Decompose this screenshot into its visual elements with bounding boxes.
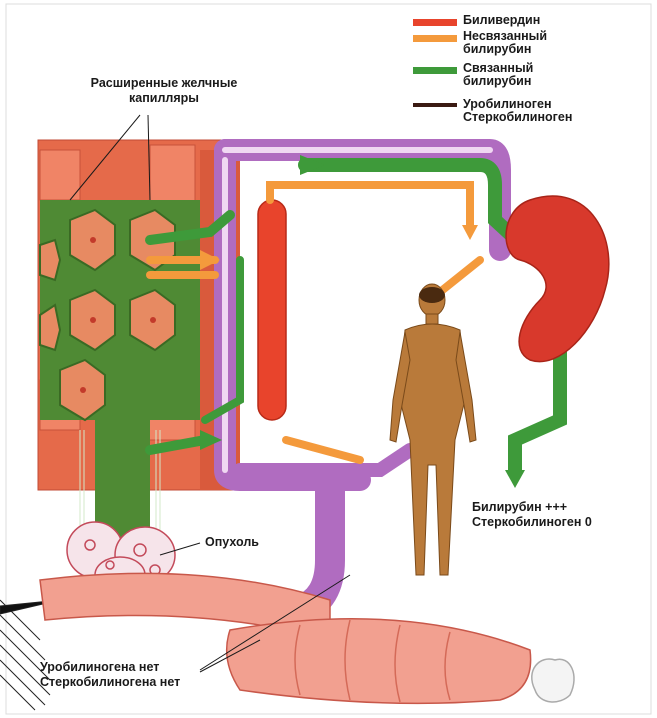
legend-swatch [413,103,457,107]
kidney [506,196,609,362]
legend-label: Биливердин [463,14,643,27]
bile-capillaries [40,200,200,550]
legend-swatch [413,35,457,42]
stool [532,659,574,702]
label-tumor: Опухоль [205,535,259,550]
human-figure [390,284,476,575]
legend-biliverdin: Биливердин [413,14,643,27]
legend-swatch [413,19,457,26]
spleen [258,200,286,420]
label-kidney-output: Билирубин +++ Стеркобилиноген 0 [472,500,592,530]
label-intestine-output: Уробилиногена нет Стеркобилиногена нет [40,660,180,690]
legend-swatch [413,67,457,74]
label-bile-capillaries: Расширенные желчные капилляры [64,76,264,106]
